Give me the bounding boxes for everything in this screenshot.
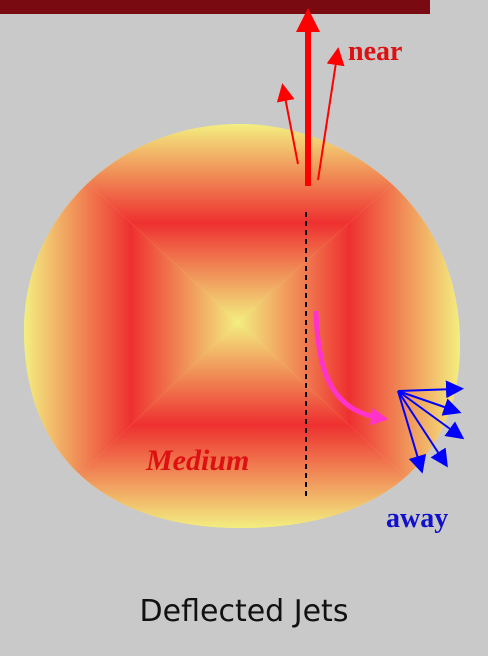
near-label: near — [348, 36, 402, 67]
medium-region — [0, 100, 488, 550]
diagram-caption: Deflected Jets — [0, 594, 488, 629]
away-label: away — [386, 503, 448, 534]
medium-label: Medium — [145, 444, 249, 477]
